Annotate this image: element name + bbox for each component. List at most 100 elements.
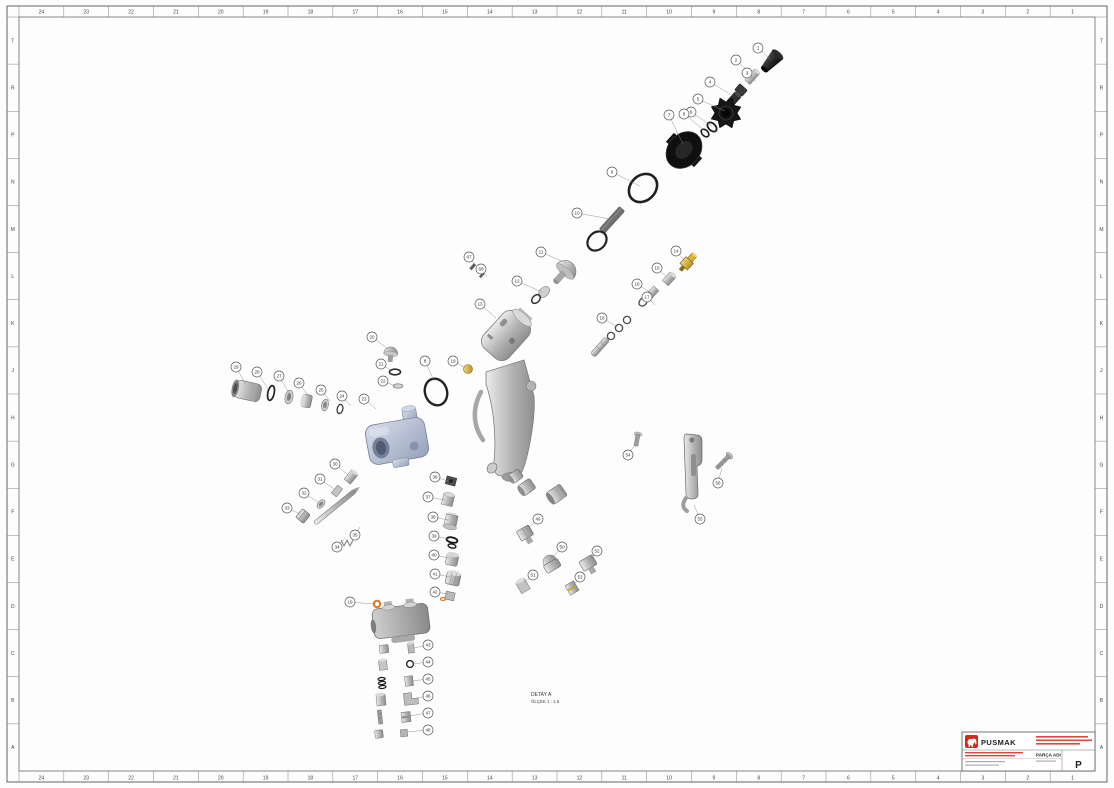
grid-col-label: 8: [757, 776, 760, 782]
svg-text:51: 51: [530, 573, 536, 578]
brass-fitting: [678, 252, 697, 272]
grid-col-label: 16: [397, 10, 403, 16]
adjust-knob-group: [383, 346, 449, 407]
o-ring-large: [627, 172, 659, 204]
svg-text:46: 46: [425, 694, 431, 699]
grid-col-label: 22: [128, 776, 134, 782]
part-balloon: 8: [419, 355, 435, 382]
svg-text:54: 54: [625, 453, 631, 458]
part-balloon: 26: [293, 377, 310, 398]
grid-row-label: E: [1100, 557, 1104, 563]
grid-col-label: 1: [1071, 776, 1074, 782]
svg-text:55: 55: [697, 517, 703, 522]
svg-text:17: 17: [644, 295, 650, 300]
grid-col-label: 2: [1026, 776, 1029, 782]
grid-row-label: L: [1100, 274, 1103, 280]
grid-row-label: P: [11, 133, 15, 139]
grid-col-label: 16: [397, 776, 403, 782]
detail-scale: ÖLÇEK 1 : 1.5: [531, 699, 560, 704]
svg-text:50: 50: [559, 545, 565, 550]
o-ring-large: [423, 377, 449, 407]
svg-text:45: 45: [425, 677, 431, 682]
inlet-coupling-parts: [231, 379, 344, 415]
grid-col-label: 15: [442, 776, 448, 782]
valve-assembly: [590, 252, 697, 357]
svg-text:68: 68: [478, 267, 484, 272]
part-balloon: 11: [535, 246, 567, 264]
valve-cylinder: [662, 271, 677, 287]
bracket-screw: [715, 452, 733, 470]
svg-text:27: 27: [276, 374, 282, 379]
grid-row-label: K: [11, 321, 15, 327]
svg-text:9: 9: [611, 170, 614, 175]
gold-nut: [463, 364, 473, 374]
needle-nut: [295, 508, 311, 524]
o-ring-small: [706, 121, 718, 133]
grid-col-label: 24: [39, 776, 45, 782]
grid-col-label: 22: [128, 10, 134, 16]
grid-col-label: 2: [1026, 10, 1029, 16]
svg-text:52: 52: [594, 549, 600, 554]
needle-washer: [316, 499, 326, 509]
grid-col-label: 7: [802, 10, 805, 16]
detail-note: DETAY A ÖLÇEK 1 : 1.5: [531, 692, 560, 704]
grid-row-label: E: [11, 557, 15, 563]
grid-col-label: 4: [937, 776, 940, 782]
part-balloon: 21: [375, 358, 393, 372]
grid-col-label: 18: [308, 10, 314, 16]
part-balloon: 41: [429, 568, 451, 580]
part-balloon: 50: [550, 541, 568, 560]
part-balloon: 2: [730, 54, 751, 74]
svg-text:6: 6: [690, 110, 693, 115]
grid-col-label: 9: [713, 776, 716, 782]
svg-text:8: 8: [424, 359, 427, 364]
part-balloon: 38: [427, 511, 449, 523]
grid-row-label: F: [1100, 510, 1103, 516]
grid-row-label: G: [11, 462, 15, 468]
part-balloon: 46: [410, 690, 434, 702]
ring-washer: [321, 398, 329, 412]
grid-labels: 2424232322222121202019191818171716161515…: [7, 6, 1107, 782]
grid-col-label: 10: [666, 10, 672, 16]
lower-manifold-assembly: [370, 598, 431, 739]
svg-text:29: 29: [233, 365, 239, 370]
grid-row-label: M: [1099, 227, 1103, 233]
part-balloon: 30: [329, 458, 349, 476]
part-balloon: 8: [678, 108, 706, 132]
part-balloon: 20: [366, 331, 389, 350]
hanger-bracket-group: [633, 431, 733, 513]
svg-text:49: 49: [535, 517, 541, 522]
part-balloon: 1: [752, 42, 772, 61]
svg-text:13: 13: [477, 302, 483, 307]
grid-row-label: T: [1100, 38, 1103, 44]
svg-text:34: 34: [334, 545, 340, 550]
part-balloon: 29: [230, 361, 247, 386]
svg-text:12: 12: [514, 279, 520, 284]
brand-name: PUSMAK: [981, 738, 1016, 747]
grid-row-label: B: [11, 698, 15, 704]
svg-text:33: 33: [284, 506, 290, 511]
grid-col-label: 1: [1071, 10, 1074, 16]
part-balloon: 42: [429, 586, 449, 598]
part-balloon: 10: [571, 207, 611, 220]
o-ring-medium: [586, 230, 608, 252]
svg-text:7: 7: [668, 113, 671, 118]
brand-logo: [965, 735, 978, 748]
svg-text:5: 5: [697, 97, 700, 102]
part-balloon: 5: [692, 93, 726, 112]
valve-pin: [599, 206, 625, 234]
grid-col-label: 21: [173, 10, 179, 16]
o-ring-small: [530, 293, 542, 305]
part-balloon: 51: [523, 569, 539, 584]
valve-rod: [590, 337, 610, 357]
grid-row-label: N: [11, 180, 15, 186]
part-balloon: 67: [463, 251, 477, 267]
part-balloon: 35: [349, 526, 361, 541]
grid-row-label: J: [1100, 368, 1103, 374]
needle-assembly: [295, 469, 360, 547]
part-balloon: 45: [411, 673, 434, 685]
title-block: PUSMAK PARÇA ADI P: [961, 731, 1096, 772]
svg-text:11: 11: [539, 250, 544, 255]
needle-cap: [343, 469, 359, 485]
grid-row-label: M: [11, 227, 15, 233]
